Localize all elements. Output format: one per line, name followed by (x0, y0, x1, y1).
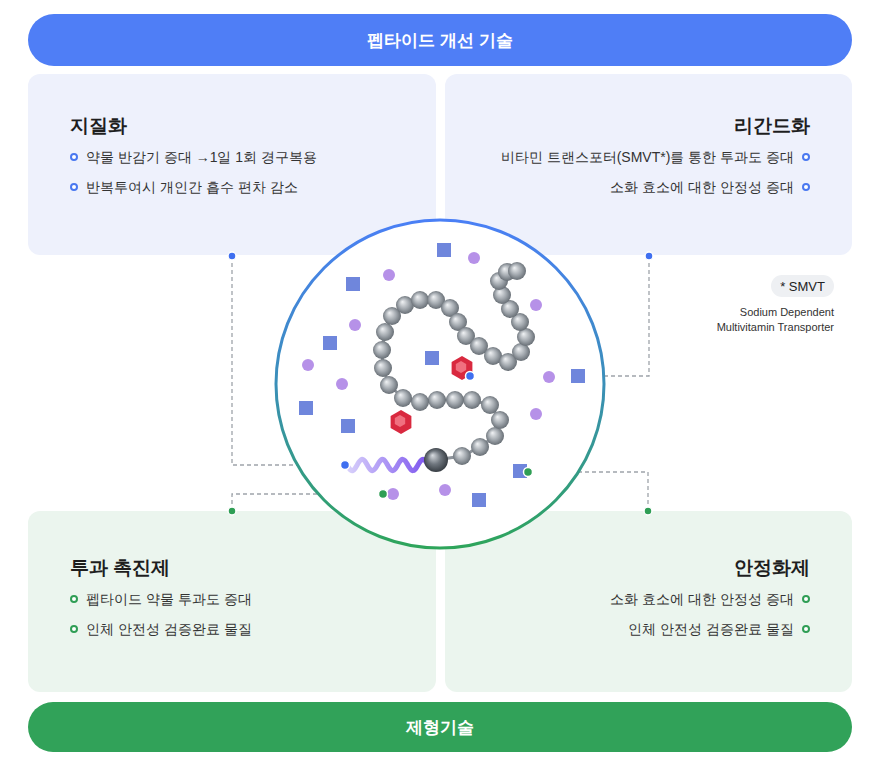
panel-ground (28, 511, 436, 692)
bullet-dot (70, 625, 78, 633)
ligand-gem (391, 410, 412, 434)
molecule-square (437, 243, 451, 257)
molecule-dot (349, 319, 361, 331)
footnote-label: Sodium Dependent Multivitamin Transporte… (684, 305, 834, 335)
amino-bead (394, 389, 412, 407)
panel-ground (28, 74, 436, 255)
feature-panel: 리간드화비타민 트랜스포터(SMVT*)를 통한 투과도 증대소화 효소에 대한… (445, 74, 852, 255)
molecule-square (323, 336, 337, 350)
bullet-dot (802, 595, 810, 603)
bullet-dot (802, 625, 810, 633)
bullet-text: 인체 안전성 검증완료 물질 (628, 620, 794, 638)
amino-bead (463, 391, 481, 409)
molecule-square (425, 351, 439, 365)
bullet-row: 약물 반감기 증대 →1일 1회 경구복용 (70, 142, 436, 172)
panel-ground (445, 74, 852, 255)
amino-bead (374, 359, 392, 377)
molecule-dot (336, 378, 348, 390)
amino-bead (481, 396, 499, 414)
bullet-dot (802, 153, 810, 161)
molecule-square (341, 419, 355, 433)
bullet-dot (70, 595, 78, 603)
amino-bead (453, 447, 471, 465)
molecule-square (472, 493, 486, 507)
bullet-text: 약물 반감기 증대 →1일 1회 경구복용 (86, 148, 317, 166)
molecule-dot (439, 484, 451, 496)
amino-bead (491, 411, 509, 429)
feature-panel: 안정화제소화 효소에 대한 안정성 증대인체 안전성 검증완료 물질 (445, 511, 852, 692)
amino-bead (373, 341, 391, 359)
amino-bead (471, 438, 489, 456)
band-title: 펩타이드 개선 기술 (367, 29, 512, 52)
note-pill: * SMVT (771, 275, 834, 297)
feature-panel: 투과 촉진제펩타이드 약물 투과도 증대인체 안전성 검증완료 물질 (28, 511, 436, 692)
ligand-facet (456, 361, 466, 373)
molecule-dot (302, 359, 314, 371)
bullet-text: 인체 안전성 검증완료 물질 (86, 620, 252, 638)
bullet-text: 소화 효소에 대한 안정성 증대 (610, 178, 794, 196)
molecule-square (571, 369, 585, 383)
leader-dots (228, 252, 653, 515)
lipid-tail (347, 459, 427, 470)
title-band: 펩타이드 개선 기술 (28, 14, 852, 66)
panel-ground (445, 511, 852, 692)
panel-heading: 지질화 (70, 114, 436, 138)
amino-bead (376, 323, 394, 341)
amino-bead (446, 391, 464, 409)
molecule-dot (468, 252, 480, 264)
molecule-dot (530, 408, 542, 420)
bullet-row: 비타민 트랜스포터(SMVT*)를 통한 투과도 증대 (445, 142, 810, 172)
panel-heading: 안정화제 (445, 556, 810, 580)
band-title: 제형기술 (406, 716, 474, 739)
bullet-text: 반복투여시 개인간 흡수 편차 감소 (86, 178, 298, 196)
bullet-dot (802, 183, 810, 191)
title-band: 제형기술 (28, 702, 852, 752)
bullet-text: 비타민 트랜스포터(SMVT*)를 통한 투과도 증대 (501, 148, 794, 166)
bullet-row: 소화 효소에 대한 안정성 증대 (445, 584, 810, 614)
panel-heading: 리간드화 (445, 114, 810, 138)
anchor-bead (424, 448, 448, 472)
molecule-square (299, 401, 313, 415)
amino-bead (428, 391, 446, 409)
note-text: * SMVT (780, 279, 825, 294)
ring (276, 220, 604, 548)
molecule-square (346, 277, 360, 291)
particles (299, 243, 585, 507)
bullet-row: 펩타이드 약물 투과도 증대 (70, 584, 436, 614)
molecule-dot (543, 371, 555, 383)
amino-bead (411, 291, 429, 309)
ligand-facet (395, 415, 405, 427)
peptide-chain (347, 262, 535, 472)
feature-panel: 지질화약물 반감기 증대 →1일 1회 경구복용반복투여시 개인간 흡수 편차 … (28, 74, 436, 255)
bullet-row: 반복투여시 개인간 흡수 편차 감소 (70, 172, 436, 202)
amino-bead (508, 262, 526, 280)
chain-backbone (382, 271, 526, 460)
panel-heading: 투과 촉진제 (70, 556, 436, 580)
amino-bead (380, 376, 398, 394)
amino-bead (411, 393, 429, 411)
bullet-dot (70, 183, 78, 191)
bullet-dot (70, 153, 78, 161)
bullet-row: 인체 안전성 검증완료 물질 (70, 614, 436, 644)
bullet-text: 펩타이드 약물 투과도 증대 (86, 590, 252, 608)
molecule-dot (383, 269, 395, 281)
molecule-dot (387, 488, 399, 500)
amino-bead (486, 427, 504, 445)
bullet-text: 소화 효소에 대한 안정성 증대 (610, 590, 794, 608)
molecule-dot (530, 299, 542, 311)
bullet-row: 소화 효소에 대한 안정성 증대 (445, 172, 810, 202)
bullet-row: 인체 안전성 검증완료 물질 (445, 614, 810, 644)
